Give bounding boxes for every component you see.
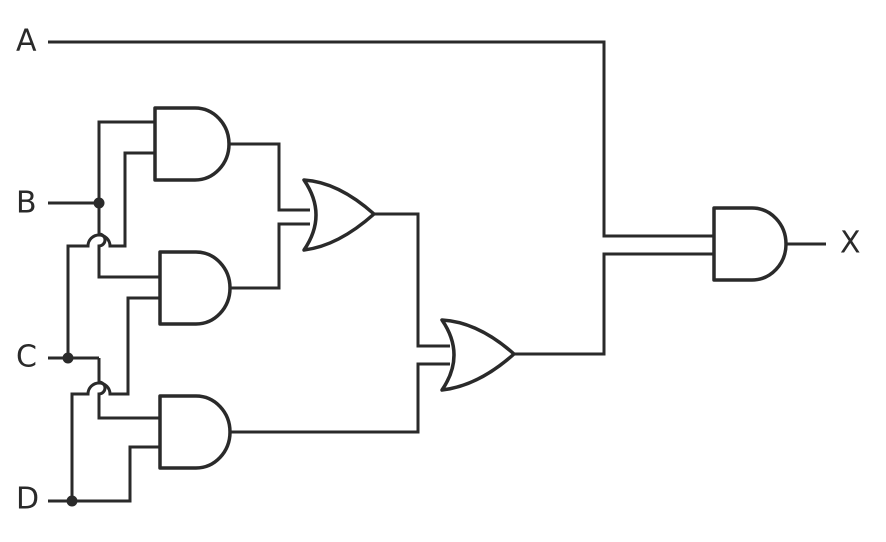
wire-and1-to-or1	[228, 142, 310, 212]
or-gate-1	[302, 178, 376, 252]
and-gate-1	[153, 106, 231, 182]
wire-or1-to-or2	[374, 212, 450, 348]
junction-c	[62, 352, 74, 364]
input-label-b: B	[16, 186, 37, 221]
wire-and3-to-or2	[230, 362, 450, 434]
wire-c-to-and1	[66, 151, 156, 358]
wire-or2-to-and4	[514, 252, 714, 356]
input-label-c: C	[16, 340, 37, 375]
and-gate-4-output	[712, 206, 788, 282]
wire-d-to-and2	[70, 296, 160, 501]
input-label-d: D	[16, 482, 39, 517]
junction-d	[66, 495, 78, 507]
wire-b-to-and1	[97, 120, 156, 203]
input-label-a: A	[16, 24, 37, 59]
output-label-x: X	[840, 226, 861, 261]
and-gate-2	[158, 250, 232, 326]
or-gate-2	[440, 318, 516, 392]
and-gate-3	[158, 394, 232, 470]
wire-a	[48, 40, 714, 238]
wire-d-input	[48, 445, 160, 503]
junction-b	[93, 197, 105, 209]
wire-and2-to-or1	[230, 222, 310, 290]
